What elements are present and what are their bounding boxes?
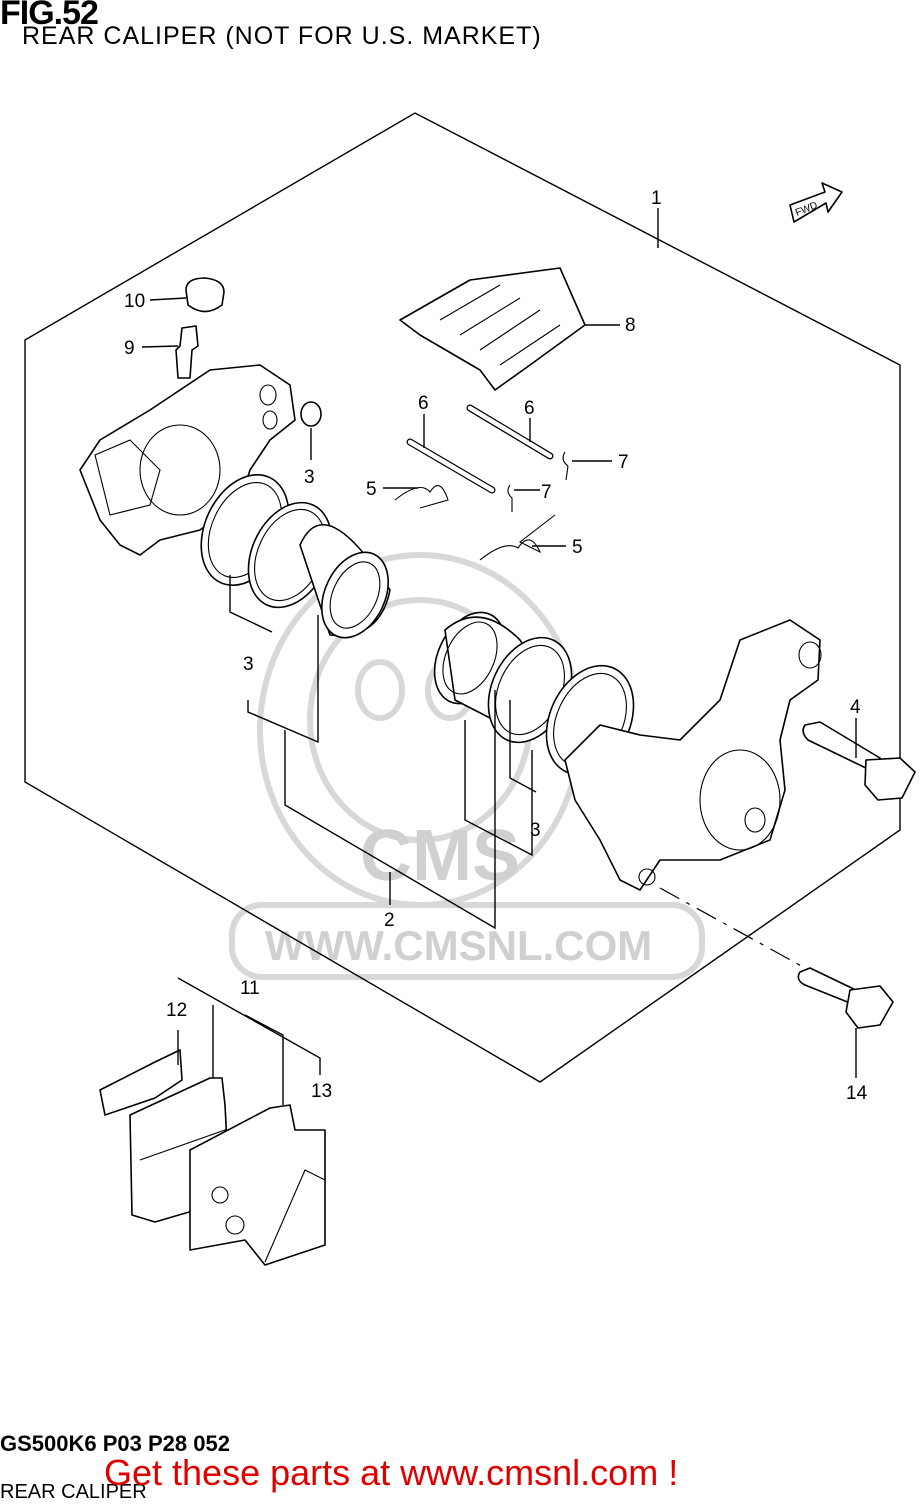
callout-14: 14 — [846, 1083, 868, 1104]
group-brackets — [177, 208, 659, 1105]
watermark: CMS WWW.CMSNL.COM — [229, 552, 705, 980]
callout-1: 1 — [651, 188, 662, 209]
callout-labels: 1 2 3 3 3 4 5 5 6 6 7 7 8 9 10 11 12 13 … — [124, 188, 868, 1104]
callout-3b: 3 — [243, 654, 254, 675]
brake-pad-set — [99, 1049, 326, 1266]
fwd-arrow-icon: FWD — [789, 182, 843, 223]
callout-8: 8 — [625, 315, 636, 336]
callout-3c: 3 — [530, 820, 541, 841]
promo-link[interactable]: Get these parts at www.cmsnl.com ! — [104, 1452, 679, 1493]
caliper-bolt-lower — [659, 887, 894, 1078]
callout-5b: 5 — [572, 537, 583, 558]
callout-13: 13 — [311, 1081, 332, 1102]
callout-7b: 7 — [541, 482, 552, 503]
figure-id: FIG.52 — [0, 0, 99, 32]
watermark-url: WWW.CMSNL.COM — [265, 922, 652, 969]
seal-washer — [300, 401, 322, 427]
figure-title: REAR CALIPER (NOT FOR U.S. MARKET) — [22, 22, 542, 50]
callout-7a: 7 — [618, 452, 629, 473]
bleeder-cap — [149, 277, 225, 313]
watermark-brand: CMS — [360, 816, 520, 896]
diagram-name: REAR CALIPER — [0, 1481, 147, 1503]
pin-clips — [507, 451, 612, 512]
callout-4: 4 — [850, 697, 861, 718]
pad-spring — [399, 267, 620, 391]
caliper-bolt-upper — [802, 718, 916, 801]
diagram-code: GS500K6 P03 P28 052 — [0, 1431, 230, 1456]
callout-5a: 5 — [366, 479, 377, 500]
pad-springs — [383, 485, 566, 561]
assembly-boundary — [24, 112, 901, 1083]
bleeder-valve — [141, 325, 199, 379]
callout-6b: 6 — [524, 398, 535, 419]
caliper-half-left — [79, 364, 296, 556]
pad-pins — [406, 404, 554, 494]
callout-10: 10 — [124, 291, 145, 312]
piston-right — [433, 611, 546, 719]
callout-6a: 6 — [418, 393, 429, 414]
callout-11: 11 — [240, 978, 260, 999]
callout-2: 2 — [384, 910, 395, 931]
callout-3a: 3 — [304, 467, 315, 488]
piston-left — [299, 523, 391, 639]
callout-9: 9 — [124, 338, 135, 359]
callout-12: 12 — [166, 1000, 187, 1021]
caliper-half-right — [564, 619, 822, 891]
